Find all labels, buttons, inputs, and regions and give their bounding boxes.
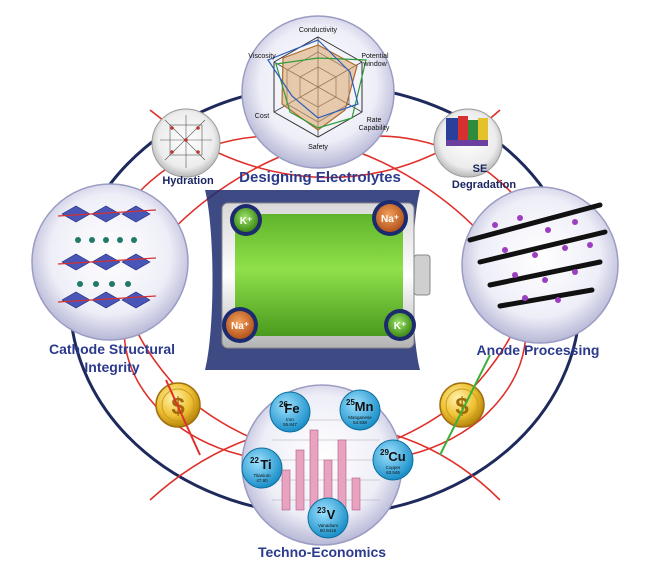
svg-text:K⁺: K⁺ [394, 321, 407, 332]
svg-text:Na⁺: Na⁺ [231, 321, 249, 332]
radar-chart [267, 36, 367, 138]
label-techno-economics: Techno-Economics [258, 544, 386, 560]
svg-text:Cu: Cu [388, 449, 405, 464]
radar-axis-safety: Safety [308, 144, 328, 151]
svg-text:47.90: 47.90 [256, 478, 268, 483]
radar-axis-viscosity: Viscosity [248, 53, 276, 60]
label-designing-electrolytes: Designing Electrolytes [239, 169, 401, 186]
element-mn: 25 Mn Manganese 54.938 [339, 389, 381, 431]
svg-text:Manganese: Manganese [348, 415, 372, 420]
element-cu: 29 Cu Copper 63.546 [372, 439, 414, 481]
cathode-bubble [31, 183, 189, 341]
svg-text:Fe: Fe [284, 401, 299, 416]
svg-text:63.546: 63.546 [386, 470, 400, 475]
radar-axis-cost: Cost [255, 113, 269, 120]
label-anode-processing: Anode Processing [477, 342, 600, 358]
ion-bottom-right: K⁺ [384, 309, 416, 341]
radar-axis-potential-2: window [362, 61, 387, 68]
svg-text:26: 26 [279, 400, 288, 409]
svg-text:K⁺: K⁺ [240, 216, 253, 227]
svg-text:54.938: 54.938 [353, 420, 367, 425]
svg-text:55.847: 55.847 [283, 422, 297, 427]
svg-text:V: V [327, 507, 336, 522]
svg-text:50.9415: 50.9415 [320, 528, 337, 533]
svg-text:Titanium: Titanium [253, 473, 270, 478]
svg-text:Vanadium: Vanadium [318, 523, 338, 528]
svg-text:Copper: Copper [386, 465, 401, 470]
coin-right: $ [439, 354, 491, 456]
coin-left: $ [155, 379, 201, 456]
label-cathode-2: Integrity [84, 359, 139, 375]
label-cathode-1: Cathode Structural [49, 341, 175, 357]
battery [205, 190, 431, 370]
se-degradation-bubble [433, 108, 503, 178]
svg-text:29: 29 [380, 448, 389, 457]
radar-axis-rate-1: Rate [367, 117, 382, 124]
svg-text:25: 25 [346, 398, 355, 407]
element-ti: 22 Ti Titanium 47.90 [241, 447, 283, 489]
label-se: SE [473, 163, 488, 175]
svg-text:23: 23 [317, 506, 326, 515]
ion-top-left: K⁺ [230, 204, 262, 236]
svg-text:Iron: Iron [286, 417, 294, 422]
radar-axis-rate-2: Capability [359, 125, 390, 132]
hydration-bubble [151, 108, 221, 178]
element-fe: 26 Fe Iron 55.847 [269, 391, 311, 433]
radar-axis-conductivity: Conductivity [299, 27, 338, 34]
svg-text:Mn: Mn [355, 399, 374, 414]
radar-axis-potential-1: Potential [361, 53, 389, 60]
electrolyte-bubble: Conductivity Potential window Rate Capab… [241, 15, 395, 169]
svg-text:Ti: Ti [260, 457, 271, 472]
svg-text:22: 22 [250, 456, 259, 465]
element-v: 23 V Vanadium 50.9415 [307, 497, 349, 539]
dollar-icon: $ [455, 393, 469, 420]
label-hydration: Hydration [162, 175, 214, 187]
label-degradation: Degradation [452, 179, 516, 191]
ion-bottom-left: Na⁺ [222, 307, 258, 343]
svg-text:Na⁺: Na⁺ [381, 214, 399, 225]
anode-bubble [461, 186, 619, 344]
ion-top-right: Na⁺ [372, 200, 408, 236]
